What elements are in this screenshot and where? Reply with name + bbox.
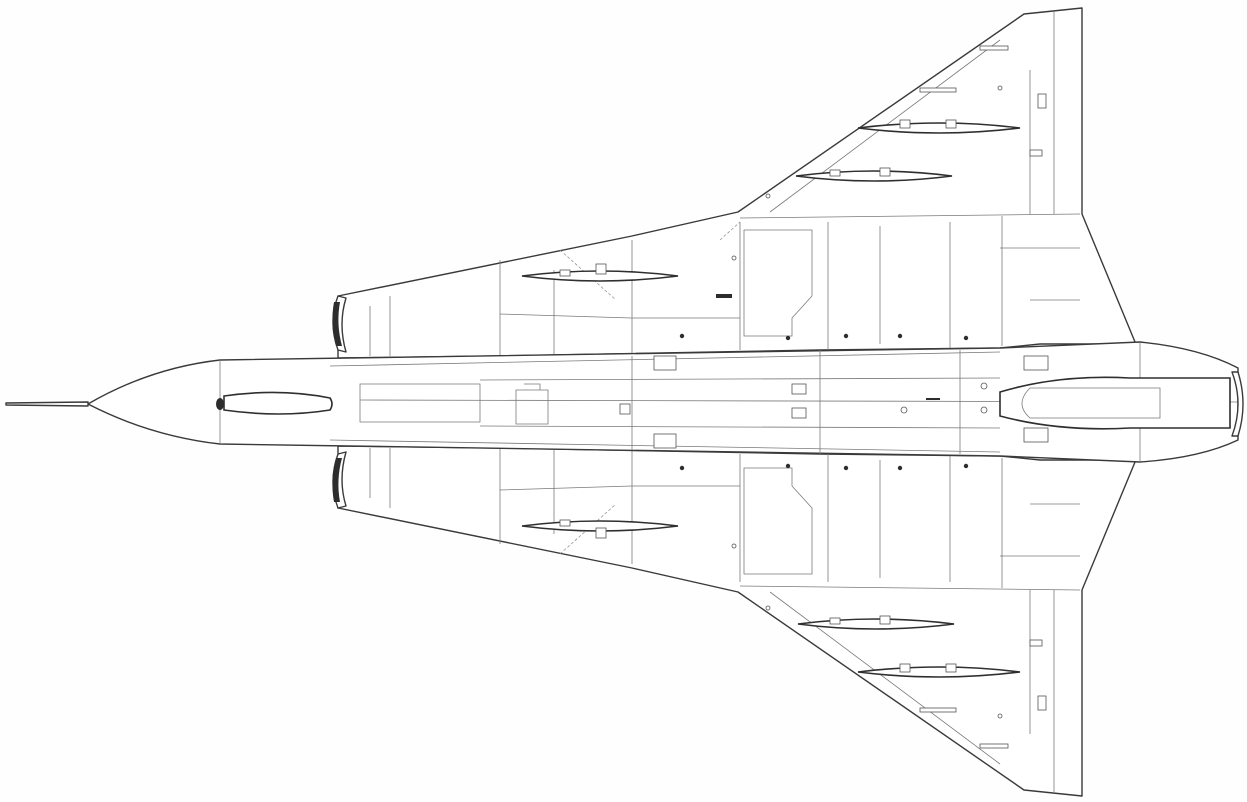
missile-pylon bbox=[899, 663, 911, 673]
missile-upper-outboard bbox=[857, 119, 1021, 134]
rivet-marks bbox=[679, 85, 1003, 719]
access-point bbox=[980, 382, 988, 390]
missile-lower-outboard bbox=[857, 663, 1021, 678]
missile-pylon bbox=[879, 615, 891, 625]
missile-pylon bbox=[945, 119, 957, 129]
panel-hatch bbox=[791, 407, 807, 419]
lower-wing-fence-markers bbox=[919, 639, 1047, 749]
missile-pylon bbox=[829, 617, 841, 625]
panel-hatch bbox=[653, 355, 677, 371]
missile-lower-mid bbox=[797, 615, 955, 630]
access-point bbox=[900, 406, 908, 414]
missile-pylon bbox=[559, 519, 571, 527]
access-point bbox=[980, 406, 988, 414]
missile-pylon bbox=[945, 663, 957, 673]
lower-wing bbox=[337, 445, 1141, 797]
nose-sensor bbox=[216, 398, 224, 410]
upper-wing bbox=[337, 7, 1141, 359]
pitot-probe bbox=[5, 401, 89, 407]
vent-marking bbox=[716, 294, 732, 298]
exhaust-fairing bbox=[999, 376, 1231, 430]
vent-marking bbox=[926, 398, 940, 400]
lower-intake bbox=[332, 451, 347, 509]
panel-hatch bbox=[1023, 355, 1049, 371]
missile-upper-mid bbox=[795, 167, 953, 182]
fuselage bbox=[87, 294, 1244, 463]
panel-hatch bbox=[619, 403, 631, 415]
missile-pylon bbox=[559, 269, 571, 277]
missile-pylon bbox=[595, 527, 607, 539]
upper-wing-fence-markers bbox=[919, 45, 1047, 157]
panel-hatch bbox=[653, 433, 677, 449]
panel-hatch bbox=[791, 383, 807, 395]
missile-lower-inboard bbox=[521, 519, 679, 539]
panel-hatch bbox=[1023, 427, 1049, 443]
missile-pylon bbox=[595, 263, 607, 275]
missile-pylon bbox=[879, 167, 891, 177]
upper-intake bbox=[332, 295, 347, 353]
canopy bbox=[223, 391, 333, 415]
missile-pylon bbox=[899, 119, 911, 129]
missile-pylon bbox=[829, 169, 841, 177]
missile-upper-inboard bbox=[521, 263, 679, 282]
